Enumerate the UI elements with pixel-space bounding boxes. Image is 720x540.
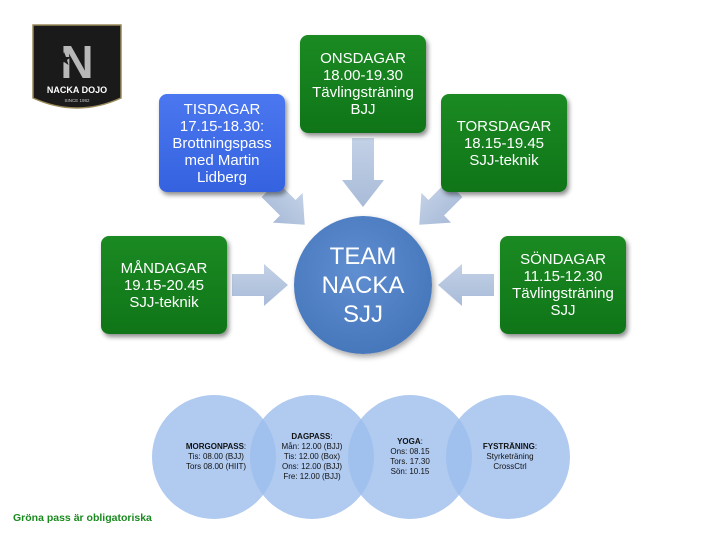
yoga-line: Tors. 17.30 xyxy=(390,457,430,466)
morgonpass-title: MORGONPASS xyxy=(185,442,244,451)
logo-since: SINCE 1982 xyxy=(64,98,90,103)
center-line: SJJ xyxy=(342,300,383,328)
box-torsdagar: TORSDAGAR 18.15-19.45 SJJ-teknik xyxy=(441,94,567,192)
logo-name: NACKA DOJO xyxy=(47,85,107,95)
morgonpass-line: Tors 08.00 (HIIT) xyxy=(185,462,246,471)
nacka-dojo-logo: N NACKA DOJO SINCE 1982 xyxy=(30,22,124,118)
fystraning-line: CrossCtrl xyxy=(493,462,527,471)
yoga-line: Ons: 08.15 xyxy=(390,447,430,456)
extra-sessions-circles: MORGONPASS: Tis: 08.00 (BJJ) Tors 08.00 … xyxy=(0,395,720,525)
box-onsdagar: ONSDAGAR 18.00-19.30 Tävlingsträning BJJ xyxy=(300,35,426,133)
yoga-line: Sön: 10.15 xyxy=(390,467,430,476)
dagpass-text: DAGPASS: Mån: 12.00 (BJJ) Tis: 12.00 (Bo… xyxy=(281,432,343,481)
fystraning-title: FYSTRÄNING xyxy=(482,442,535,451)
arrow-sunday xyxy=(438,264,494,306)
box-mandagar-line: MÅNDAGAR xyxy=(120,259,208,277)
box-onsdagar-line: 18.00-19.30 xyxy=(322,67,404,84)
box-torsdagar-line: TORSDAGAR xyxy=(456,117,552,135)
fystraning-text: FYSTRÄNING: Styrketräning CrossCtrl xyxy=(482,442,538,471)
box-torsdagar-line: 18.15-19.45 xyxy=(463,134,545,152)
box-tisdagar: TISDAGAR 17.15-18.30: Brottningspass med… xyxy=(159,94,285,192)
dagpass-title: DAGPASS xyxy=(291,432,331,441)
yoga-text: YOGA: Ons: 08.15 Tors. 17.30 Sön: 10.15 xyxy=(390,437,430,476)
box-sondagar-line: Tävlingsträning xyxy=(512,285,614,302)
box-mandagar-line: 19.15-20.45 xyxy=(123,276,205,294)
box-mandagar-line: SJJ-teknik xyxy=(129,293,199,311)
box-sondagar-line: 11.15-12.30 xyxy=(523,268,603,285)
center-team-circle: TEAM NACKA SJJ xyxy=(294,216,432,354)
box-tisdagar-line: 17.15-18.30: xyxy=(179,117,265,135)
box-mandagar: MÅNDAGAR 19.15-20.45 SJJ-teknik xyxy=(101,236,227,334)
box-tisdagar-line: TISDAGAR xyxy=(183,100,261,118)
center-line: NACKA xyxy=(321,271,405,299)
logo-shield-icon: N NACKA DOJO SINCE 1982 xyxy=(30,22,124,118)
center-line: TEAM xyxy=(329,242,397,270)
circle-fystraning xyxy=(446,395,570,519)
footnote-mandatory: Gröna pass är obligatoriska xyxy=(13,512,152,524)
fystraning-line: Styrketräning xyxy=(486,452,534,461)
morgonpass-text: MORGONPASS: Tis: 08.00 (BJJ) Tors 08.00 … xyxy=(185,442,247,471)
box-sondagar: SÖNDAGAR 11.15-12.30 Tävlingsträning SJJ xyxy=(500,236,626,334)
box-onsdagar-line: Tävlingsträning xyxy=(312,84,414,101)
dagpass-line: Mån: 12.00 (BJJ) xyxy=(281,442,343,451)
box-onsdagar-line: BJJ xyxy=(350,101,376,118)
arrow-wednesday xyxy=(342,138,384,207)
box-tisdagar-line: Lidberg xyxy=(196,168,248,186)
box-tisdagar-line: Brottningspass xyxy=(172,134,272,152)
box-torsdagar-line: SJJ-teknik xyxy=(469,151,539,169)
box-sondagar-line: SÖNDAGAR xyxy=(520,251,606,268)
morgonpass-line: Tis: 08.00 (BJJ) xyxy=(188,452,244,461)
box-sondagar-line: SJJ xyxy=(550,302,576,319)
dagpass-line: Ons: 12.00 (BJJ) xyxy=(281,462,343,471)
dagpass-line: Fre: 12.00 (BJJ) xyxy=(283,472,341,481)
box-tisdagar-line: med Martin xyxy=(184,151,260,169)
arrow-monday xyxy=(232,264,288,306)
yoga-title: YOGA xyxy=(397,437,421,446)
box-onsdagar-line: ONSDAGAR xyxy=(320,50,406,67)
dagpass-line: Tis: 12.00 (Box) xyxy=(283,452,341,461)
